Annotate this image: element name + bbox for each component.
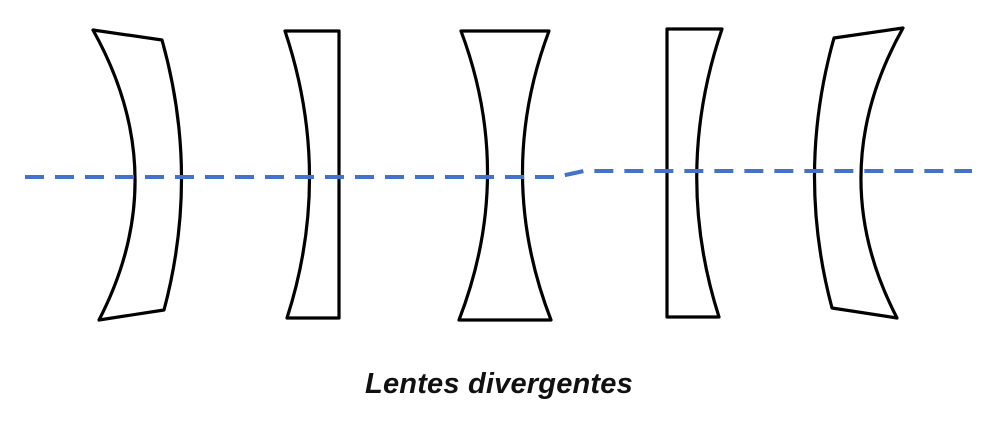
lens-divergent-meniscus-5: [812, 26, 905, 320]
lens-divergent-meniscus-1: [91, 28, 184, 322]
optical-axis-line: [25, 169, 972, 179]
lens-plano-concave-2: [283, 29, 341, 320]
figure-caption: Lentes divergentes: [365, 368, 633, 400]
